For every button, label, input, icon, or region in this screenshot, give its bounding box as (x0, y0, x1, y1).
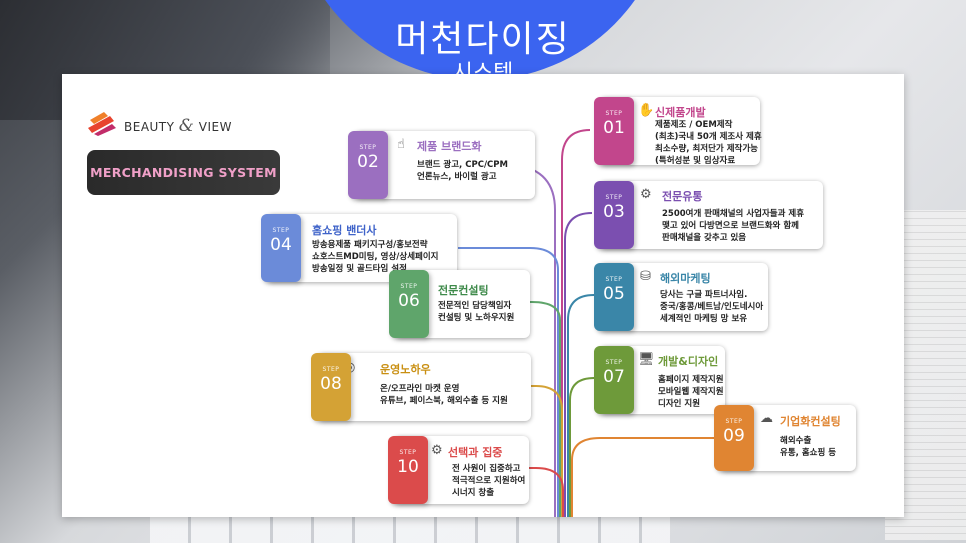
step-number: 02 (357, 152, 379, 172)
logo-ampersand: & (178, 116, 195, 136)
desc-line: 전 사원이 집중하고 (452, 464, 521, 474)
cloud-icon: ☁ (760, 411, 773, 426)
step-number: 03 (603, 202, 625, 222)
step-description: 방송용제품 패키지구성/홍보전략 쇼호스트MD미팅, 영상/상세페이지 방송일정… (312, 239, 438, 275)
logo-text: BEAUTY & VIEW (124, 116, 232, 136)
desc-line: 홈페이지 제작지원 (658, 375, 724, 385)
desc-line: (특허성분 및 임상자료 (655, 156, 736, 166)
logo-mark-icon (88, 112, 116, 136)
step-card-08: ◎ 운영노하우 온/오프라인 마켓 운영 유튜브, 페이스북, 해외수출 등 지… (318, 353, 531, 421)
desc-line: 당사는 구글 파트너사임. (660, 290, 748, 300)
step-number: 05 (603, 284, 625, 304)
step-label: STEP (272, 227, 290, 234)
desc-line: 제품제조 / OEM제작 (655, 120, 733, 130)
desc-line: (최초)국내 50개 제조사 제휴 (655, 132, 762, 142)
desc-line: 최소수량, 최저단가 제작가능 (655, 144, 758, 154)
step-label: STEP (359, 144, 377, 151)
step-label: STEP (605, 276, 623, 283)
step-description: 전문적인 담당책임자 컨설팅 및 노하우지원 (438, 300, 514, 324)
desc-line: 중국/홍콩/베트남/인도네시아 (660, 302, 764, 312)
step-tab-09: STEP 09 (714, 405, 754, 471)
step-tab-02: STEP 02 (348, 131, 388, 199)
step-number: 09 (723, 426, 745, 446)
desc-line: 디자인 지원 (658, 399, 701, 409)
step-tab-01: STEP 01 (594, 97, 634, 165)
step-card-03: ⚙ 전문유통 2500여개 판매채널의 사업자들과 제휴 맺고 있어 다방면으로… (600, 181, 823, 249)
step-description: 홈페이지 제작지원 모바일웹 제작지원 디자인 지원 (658, 374, 724, 410)
step-label: STEP (605, 110, 623, 117)
step-description: 2500여개 판매채널의 사업자들과 제휴 맺고 있어 다방면으로 브랜드화와 … (662, 208, 804, 244)
step-title: 선택과 집중 (448, 446, 503, 459)
step-number: 08 (320, 374, 342, 394)
desc-line: 시너지 창출 (452, 488, 495, 498)
hand-icon: ✋ (638, 103, 655, 118)
step-tab-08: STEP 08 (311, 353, 351, 421)
step-number: 06 (398, 291, 420, 311)
step-tab-07: STEP 07 (594, 346, 634, 414)
logo-brand-a: BEAUTY (124, 120, 175, 134)
desc-line: 방송용제품 패키지구성/홍보전략 (312, 240, 428, 250)
step-label: STEP (605, 194, 623, 201)
step-description: 당사는 구글 파트너사임. 중국/홍콩/베트남/인도네시아 세계적인 마케팅 망… (660, 289, 763, 325)
step-title: 개발&디자인 (658, 355, 719, 368)
step-label: STEP (725, 418, 743, 425)
desc-line: 전문적인 담당책임자 (438, 301, 512, 311)
monitor-icon: 🖥 (638, 352, 655, 367)
desc-line: 맺고 있어 다방면으로 브랜드화와 함께 (662, 221, 799, 231)
step-title: 기업화컨설팅 (780, 415, 841, 428)
pointer-icon: ☝ (397, 137, 405, 152)
desc-line: 유튜브, 페이스북, 해외수출 등 지원 (380, 396, 508, 406)
step-description: 전 사원이 집중하고 적극적으로 지원하여 시너지 창출 (452, 463, 525, 499)
step-label: STEP (400, 283, 418, 290)
step-number: 01 (603, 118, 625, 138)
step-description: 해외수출 유통, 홈쇼핑 등 (780, 435, 836, 459)
step-tab-10: STEP 10 (388, 436, 428, 504)
desc-line: 방송일정 및 골드타임 설정 (312, 264, 407, 274)
step-title: 홈쇼핑 밴더사 (312, 224, 377, 237)
step-description: 온/오프라인 마켓 운영 유튜브, 페이스북, 해외수출 등 지원 (380, 383, 508, 407)
step-description: 브랜드 광고, CPC/CPM 언론뉴스, 바이럴 광고 (417, 159, 508, 183)
step-number: 10 (397, 457, 419, 477)
desc-line: 판매채널을 갖추고 있음 (662, 233, 747, 243)
step-title: 해외마케팅 (660, 272, 711, 285)
page-title: 머천다이징 (395, 19, 571, 60)
desc-line: 적극적으로 지원하여 (452, 476, 526, 486)
desc-line: 세계적인 마케팅 망 보유 (660, 314, 748, 324)
gear-icon: ⚙ (640, 187, 652, 202)
desc-line: 유통, 홈쇼핑 등 (780, 448, 837, 458)
step-title: 전문유통 (662, 190, 703, 203)
step-tab-06: STEP 06 (389, 270, 429, 338)
step-tab-05: STEP 05 (594, 263, 634, 331)
step-number: 04 (270, 235, 292, 255)
step-label: STEP (322, 366, 340, 373)
desc-line: 해외수출 (780, 436, 812, 446)
database-icon: ⛁ (640, 269, 651, 284)
desc-line: 2500여개 판매채널의 사업자들과 제휴 (662, 209, 805, 219)
step-label: STEP (605, 359, 623, 366)
step-tab-04: STEP 04 (261, 214, 301, 282)
desc-line: 언론뉴스, 바이럴 광고 (417, 172, 497, 182)
desc-line: 컨설팅 및 노하우지원 (438, 313, 515, 323)
step-label: STEP (399, 449, 417, 456)
step-title: 운영노하우 (380, 363, 431, 376)
desc-line: 모바일웹 제작지원 (658, 387, 724, 397)
desc-line: 쇼호스트MD미팅, 영상/상세페이지 (312, 252, 439, 262)
step-number: 07 (603, 367, 625, 387)
step-title: 제품 브랜드화 (417, 140, 482, 153)
desc-line: 브랜드 광고, CPC/CPM (417, 160, 508, 170)
step-description: 제품제조 / OEM제작 (최초)국내 50개 제조사 제휴 최소수량, 최저단… (655, 119, 762, 167)
merchandising-system-badge: MERCHANDISING SYSTEM (87, 150, 280, 195)
logo: BEAUTY & VIEW (86, 108, 256, 138)
logo-brand-b: VIEW (198, 120, 232, 134)
step-title: 전문컨설팅 (438, 284, 489, 297)
step-tab-03: STEP 03 (594, 181, 634, 249)
gear-icon: ⚙ (431, 443, 443, 458)
step-title: 신제품개발 (655, 106, 706, 119)
desc-line: 온/오프라인 마켓 운영 (380, 384, 460, 394)
